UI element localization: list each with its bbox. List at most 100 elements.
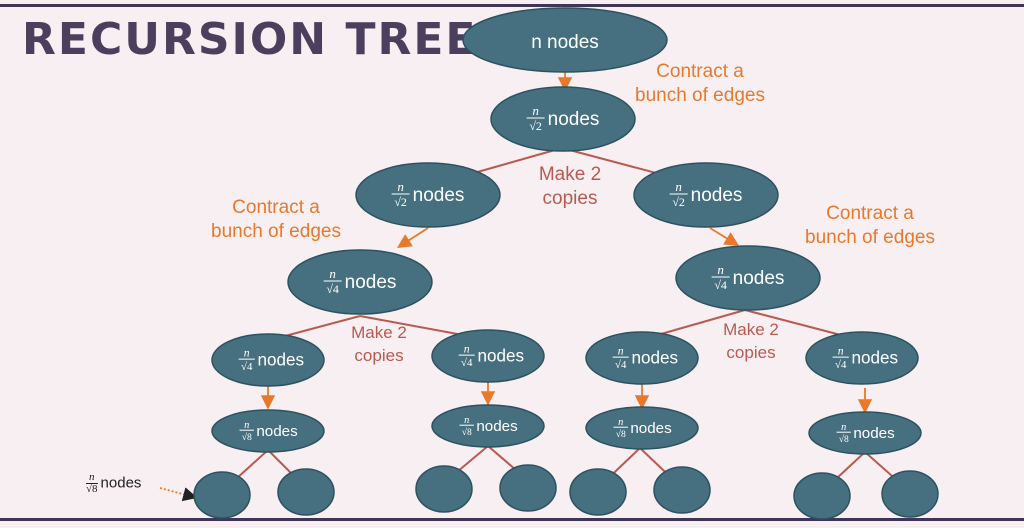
level4-node-4-shape [805, 331, 919, 385]
level1-node: n√2 nodes [490, 86, 636, 152]
level5-node-1-shape [211, 409, 325, 453]
level5-node-2-text: nodes [476, 418, 518, 435]
level1-node-numerator: n [532, 103, 539, 118]
level4-node-4-numerator: n [838, 344, 844, 357]
level4-node-2-shape [431, 329, 545, 383]
level3-left-node-denominator: √4 [326, 282, 339, 296]
contract-left-line1: Contract a [232, 197, 320, 218]
level5-node-2-numerator: n [464, 415, 469, 426]
level5-node-3: n√8 nodes [585, 406, 699, 450]
level1-node-denominator: √2 [529, 119, 542, 133]
level4-node-4-text: nodes [852, 348, 899, 367]
level5-node-4-shape [808, 411, 922, 455]
level3-right-node-numerator: n [717, 262, 724, 277]
level4-node-3-shape [585, 331, 699, 385]
leaf-size-numerator: n [86, 472, 98, 484]
level5-node-4-denominator: √8 [839, 434, 849, 445]
contract-top-line2: bunch of edges [635, 85, 765, 106]
level5-node-1-denominator: √8 [242, 432, 252, 443]
make-copies-left-line2: copies [354, 346, 404, 365]
level5-node-2-denominator: √8 [462, 427, 472, 438]
level2-right-node-shape [633, 162, 779, 228]
level2-right-node: n√2 nodes [633, 162, 779, 228]
level5-node-3-text: nodes [630, 420, 672, 437]
leaf-label-pointer [159, 487, 198, 502]
level2-right-node-numerator: n [675, 179, 682, 194]
level2-left-node-numerator: n [397, 179, 404, 194]
level3-right-node-text: nodes [733, 268, 785, 289]
leaf-size-label: n √8 nodes [86, 472, 141, 495]
level2-left-node-shape [355, 162, 501, 228]
level3-left-node-numerator: n [329, 266, 336, 281]
level3-left-node-text: nodes [345, 272, 397, 293]
level4-node-3-text: nodes [632, 348, 679, 367]
level2-left-node-text: nodes [413, 185, 465, 206]
level4-node-3-denominator: √4 [615, 359, 627, 371]
level2-left-node: n√2 nodes [355, 162, 501, 228]
level4-node-1-denominator: √4 [241, 361, 253, 373]
level5-node-1: n√8 nodes [211, 409, 325, 453]
level5-node-3-denominator: √8 [616, 429, 626, 440]
contract-label-right: Contract a bunch of edges [792, 202, 948, 250]
contract-top-line1: Contract a [656, 61, 744, 82]
leaf-node-8 [881, 470, 939, 518]
level5-node-2: n√8 nodes [431, 404, 545, 448]
make-copies-label-left: Make 2 copies [334, 321, 424, 367]
level3-right-node-shape [675, 245, 821, 311]
make-copies-top-line2: copies [542, 188, 598, 209]
level1-node-shape [490, 86, 636, 152]
level2-right-node-text: nodes [691, 185, 743, 206]
level5-node-3-numerator: n [618, 417, 623, 428]
level4-node-2-denominator: √4 [461, 357, 473, 369]
make-copies-right-line1: Make 2 [723, 320, 779, 339]
level4-node-1-text: nodes [258, 350, 305, 369]
page-title: RECURSION TREE [22, 14, 478, 65]
level2-left-node-denominator: √2 [394, 195, 407, 209]
arrow-contract-left [396, 227, 429, 248]
contract-right-line1: Contract a [826, 203, 914, 224]
level4-node-2: n √4 nodes [431, 329, 545, 383]
leaf-node-6 [653, 466, 711, 514]
contract-left-line2: bunch of edges [211, 221, 341, 242]
leaf-node-7 [793, 472, 851, 520]
level3-right-node: n√4 nodes [675, 245, 821, 311]
level4-node-2-numerator: n [464, 342, 470, 355]
level5-node-4-text: nodes [853, 425, 895, 442]
level4-node-4: n √4 nodes [805, 331, 919, 385]
leaf-size-denominator: √8 [86, 483, 98, 495]
level5-node-4: n√8 nodes [808, 411, 922, 455]
level5-node-4-numerator: n [841, 422, 846, 433]
level2-right-node-denominator: √2 [672, 195, 685, 209]
make-copies-left-line1: Make 2 [351, 323, 407, 342]
level5-node-1-numerator: n [244, 420, 249, 431]
level4-node-4-denominator: √4 [835, 359, 847, 371]
leaf-node-2 [277, 468, 335, 516]
contract-label-left: Contract a bunch of edges [198, 196, 354, 244]
level4-node-1-shape [211, 333, 325, 387]
level4-node-2-text: nodes [478, 346, 525, 365]
level1-node-text: nodes [548, 109, 600, 130]
leaf-node-3 [415, 465, 473, 513]
root-node-text: n nodes [531, 32, 599, 53]
make-copies-label-right: Make 2 copies [706, 318, 796, 364]
level3-right-node-denominator: √4 [714, 278, 727, 292]
level5-node-2-shape [431, 404, 545, 448]
contract-right-line2: bunch of edges [805, 227, 935, 248]
leaf-node-4 [499, 464, 557, 512]
leaf-node-5 [569, 468, 627, 516]
level4-node-1-numerator: n [244, 346, 250, 359]
leaf-node-1 [193, 471, 251, 519]
level5-node-1-text: nodes [256, 423, 298, 440]
level3-left-node: n√4 nodes [287, 249, 433, 315]
contract-label-top: Contract a bunch of edges [622, 60, 778, 108]
level3-left-node-shape [287, 249, 433, 315]
leaf-size-text: nodes [100, 474, 142, 492]
level5-node-3-shape [585, 406, 699, 450]
make-copies-right-line2: copies [726, 343, 776, 362]
level4-node-1: n √4 nodes [211, 333, 325, 387]
arrow-contract-right [709, 227, 740, 246]
make-copies-label-top: Make 2 copies [520, 163, 620, 211]
level4-node-3-numerator: n [618, 344, 624, 357]
top-border-line [0, 4, 1024, 7]
